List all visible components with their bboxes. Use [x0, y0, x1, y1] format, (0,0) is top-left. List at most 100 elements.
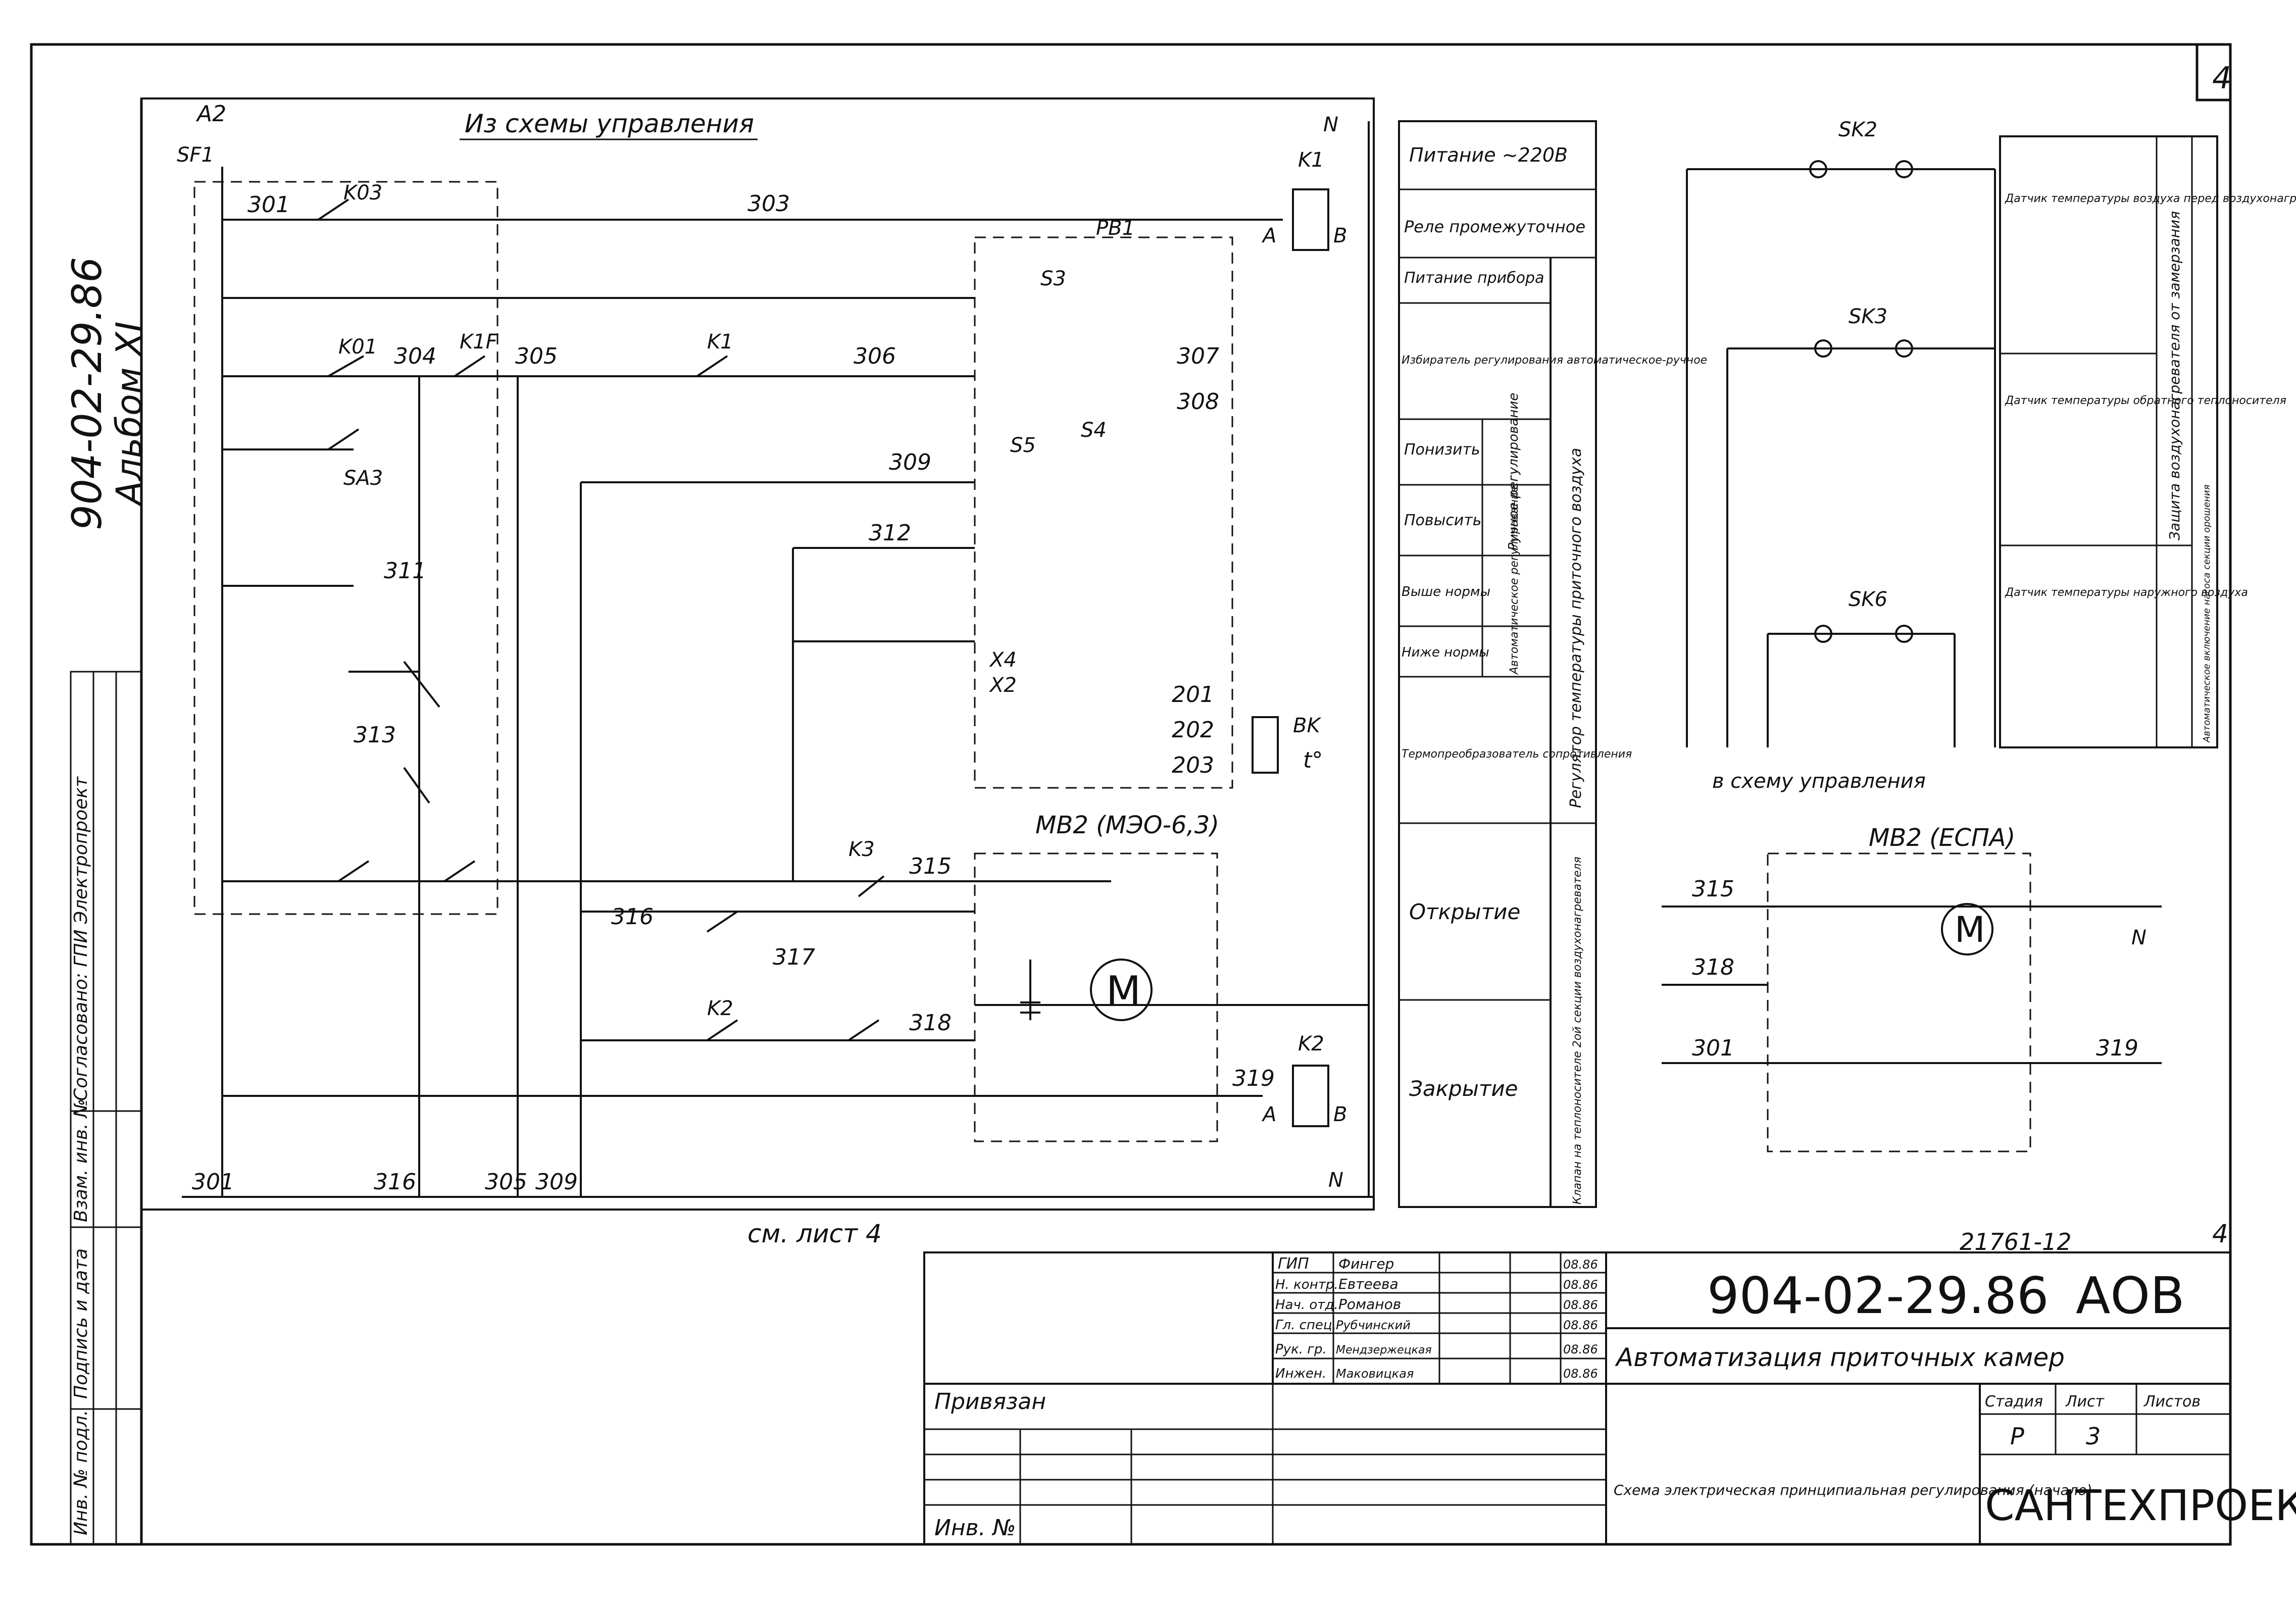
- name-1: Евтеева: [1338, 1276, 1399, 1292]
- legend-valve: Клапан на теплоносителе 2ой секции возду…: [1571, 857, 1584, 1204]
- side-inv-podl: Инв. № подл.: [71, 1410, 91, 1535]
- sheet-corner-number: 4: [2212, 61, 2231, 96]
- label-n-bottom: N: [1328, 1169, 1343, 1192]
- label-x2: X2: [989, 674, 1017, 697]
- sheet-title: Схема электрическая принципиальная регул…: [1614, 1482, 2092, 1498]
- control-scheme-dashed-box: [193, 181, 498, 915]
- project-name: Автоматизация приточных камер: [1615, 1343, 2065, 1372]
- wire-318: 318: [909, 1010, 952, 1036]
- label-s4: S4: [1081, 419, 1107, 442]
- role-4: Рук. гр.: [1275, 1342, 1327, 1357]
- motor-right-m: M: [1955, 909, 1985, 950]
- label-s3: S3: [1040, 267, 1066, 290]
- label-t: t°: [1303, 747, 1323, 773]
- stage-header: Стадия: [1985, 1393, 2043, 1411]
- name-2: Романов: [1338, 1296, 1401, 1313]
- legend-selector: Избиратель регулирования автоматическое-…: [1402, 354, 1707, 367]
- wire-312: 312: [869, 520, 911, 546]
- contacts: [317, 198, 885, 1041]
- date-5: 08.86: [1563, 1367, 1598, 1381]
- legend-lower: Понизить: [1404, 441, 1480, 459]
- side-replace-inv: Взам. инв. №: [71, 1099, 91, 1222]
- section-code: АОВ: [2076, 1266, 2185, 1325]
- wire-202: 202: [1172, 717, 1214, 743]
- name-4: Мендзержецкая: [1336, 1344, 1432, 1356]
- label-s5: S5: [1010, 434, 1036, 457]
- bound-label: Привязан: [934, 1389, 1046, 1415]
- label-k2: K2: [707, 997, 733, 1020]
- motor-left-m: M: [1106, 968, 1141, 1015]
- label-sa3: SA3: [343, 467, 383, 490]
- wire-316: 316: [611, 904, 654, 930]
- wire-306: 306: [854, 343, 896, 369]
- legend-auto: Автоматическое регулирование: [1508, 485, 1521, 675]
- right-wire-301: 301: [1692, 1035, 1734, 1061]
- label-sf1: SF1: [177, 143, 214, 167]
- label-a-k1: A: [1261, 224, 1276, 247]
- label-k2-coil: K2: [1298, 1032, 1324, 1055]
- wire-311: 311: [384, 558, 426, 584]
- wire-201: 201: [1172, 682, 1214, 708]
- date-1: 08.86: [1563, 1278, 1598, 1292]
- motor-block-mb2: [974, 852, 1218, 1142]
- role-0: ГИП: [1278, 1255, 1309, 1273]
- date-4: 08.86: [1563, 1342, 1598, 1356]
- wire-309: 309: [889, 449, 931, 475]
- label-bk: BK: [1293, 714, 1321, 737]
- legend-thermo: Термопреобразователь сопротивления: [1402, 748, 1632, 761]
- coil-k1: [1292, 188, 1329, 251]
- legend-device-power: Питание прибора: [1404, 269, 1544, 287]
- sheet-corner-box: [2195, 43, 2232, 102]
- legend-manual: Ручное регулирование: [1506, 393, 1521, 550]
- coil-k2: [1292, 1065, 1329, 1127]
- legend-middle: Питание ~220В Реле промежуточное Питание…: [1398, 120, 1707, 1208]
- stage-value: Р: [2010, 1423, 2024, 1450]
- date-0: 08.86: [1563, 1257, 1598, 1272]
- role-5: Инжен.: [1275, 1366, 1326, 1381]
- legend-sensor-2: Датчик температуры обратного теплоносите…: [2005, 394, 2286, 407]
- role-2: Нач. отд.: [1275, 1297, 1338, 1313]
- wire-315: 315: [909, 853, 952, 879]
- label-sk3: SK3: [1849, 305, 1887, 328]
- label-mb2-right: MB2 (ЕСПА): [1869, 824, 2015, 852]
- legend-sensor-3: Датчик температуры наружного воздуха: [2005, 586, 2248, 599]
- wire-301: 301: [247, 192, 290, 218]
- label-k01: K01: [338, 335, 377, 359]
- side-signature-date: Подпись и дата: [71, 1248, 91, 1399]
- label-k1f: K1F: [460, 330, 498, 354]
- top-header: Из схемы управления: [465, 109, 754, 138]
- wire-305-bottom: 305: [485, 1169, 527, 1195]
- page-number: 4: [2212, 1219, 2228, 1248]
- wire-317: 317: [773, 944, 815, 970]
- title-block: [923, 1251, 2231, 1545]
- schematic-frame: [140, 97, 1375, 1211]
- label-k03: K03: [343, 181, 382, 205]
- role-1: Н. контр.: [1275, 1277, 1338, 1292]
- right-wire-318: 318: [1692, 954, 1734, 980]
- label-k1-coil: K1: [1298, 148, 1324, 172]
- org-name: САНТЕХПРОЕКТ: [1985, 1481, 2296, 1530]
- wire-203: 203: [1172, 752, 1214, 778]
- label-b-k2: B: [1333, 1103, 1347, 1126]
- motor-right: [1941, 903, 1993, 955]
- legend-raise: Повысить: [1404, 512, 1481, 529]
- label-k1: K1: [707, 330, 733, 354]
- label-k3: K3: [848, 838, 875, 861]
- wire-304: 304: [394, 343, 436, 369]
- legend-close: Закрытие: [1409, 1076, 1518, 1101]
- stamp-number: 21761-12: [1960, 1228, 2071, 1255]
- wire-313: 313: [354, 722, 396, 748]
- wire-303: 303: [747, 191, 790, 217]
- legend-regulator: Регулятор температуры приточного воздуха: [1567, 448, 1585, 808]
- wire-316-bottom: 316: [374, 1169, 416, 1195]
- name-3: Рубчинский: [1336, 1318, 1411, 1332]
- right-wire-315: 315: [1692, 876, 1734, 902]
- role-3: Гл. спец.: [1275, 1318, 1336, 1333]
- sensor-schematic: [1686, 160, 1996, 747]
- inv-label: Инв. №: [934, 1515, 1016, 1541]
- sheet-value: 3: [2086, 1423, 2101, 1450]
- wire-305: 305: [515, 343, 558, 369]
- legend-right: Датчик температуры воздуха перед воздухо…: [1999, 135, 2296, 748]
- legend-protect: Защита воздухонагревателя от замерзания: [2166, 211, 2183, 540]
